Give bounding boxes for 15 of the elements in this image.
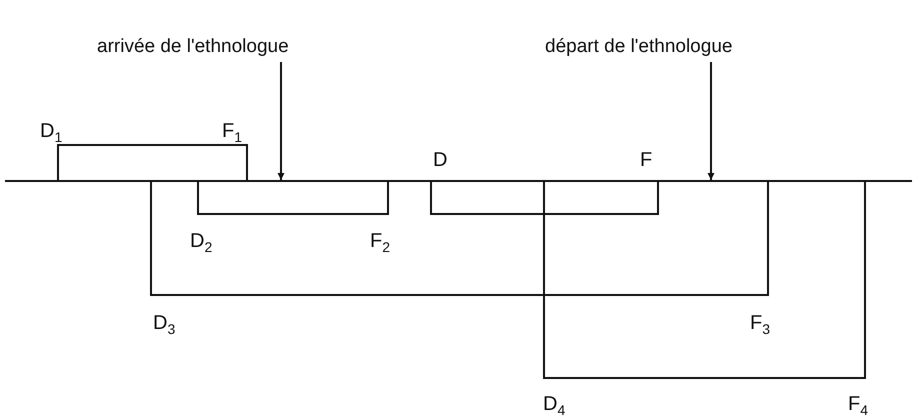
bound-label: D — [433, 149, 448, 171]
timeline-axis — [5, 180, 912, 182]
bound-label: F$_{1}$ — [222, 120, 242, 147]
annotation-text: départ de l'ethnologue — [545, 36, 732, 58]
bound-label: F — [640, 149, 652, 171]
annotation-text: arrivée de l'ethnologue — [97, 36, 289, 58]
arrow — [708, 62, 714, 180]
bound-label: F$_{3}$ — [750, 312, 770, 339]
bound-label: F$_{4}$ — [848, 393, 868, 417]
bound-label: D$_{2}$ — [190, 230, 212, 257]
arrow — [278, 62, 284, 180]
bound-label: D$_{3}$ — [153, 312, 176, 339]
bound-label: D$_{4}$ — [543, 393, 566, 417]
bound-label: D$_{1}$ — [40, 120, 62, 147]
bound-label: F$_{2}$ — [370, 230, 390, 257]
